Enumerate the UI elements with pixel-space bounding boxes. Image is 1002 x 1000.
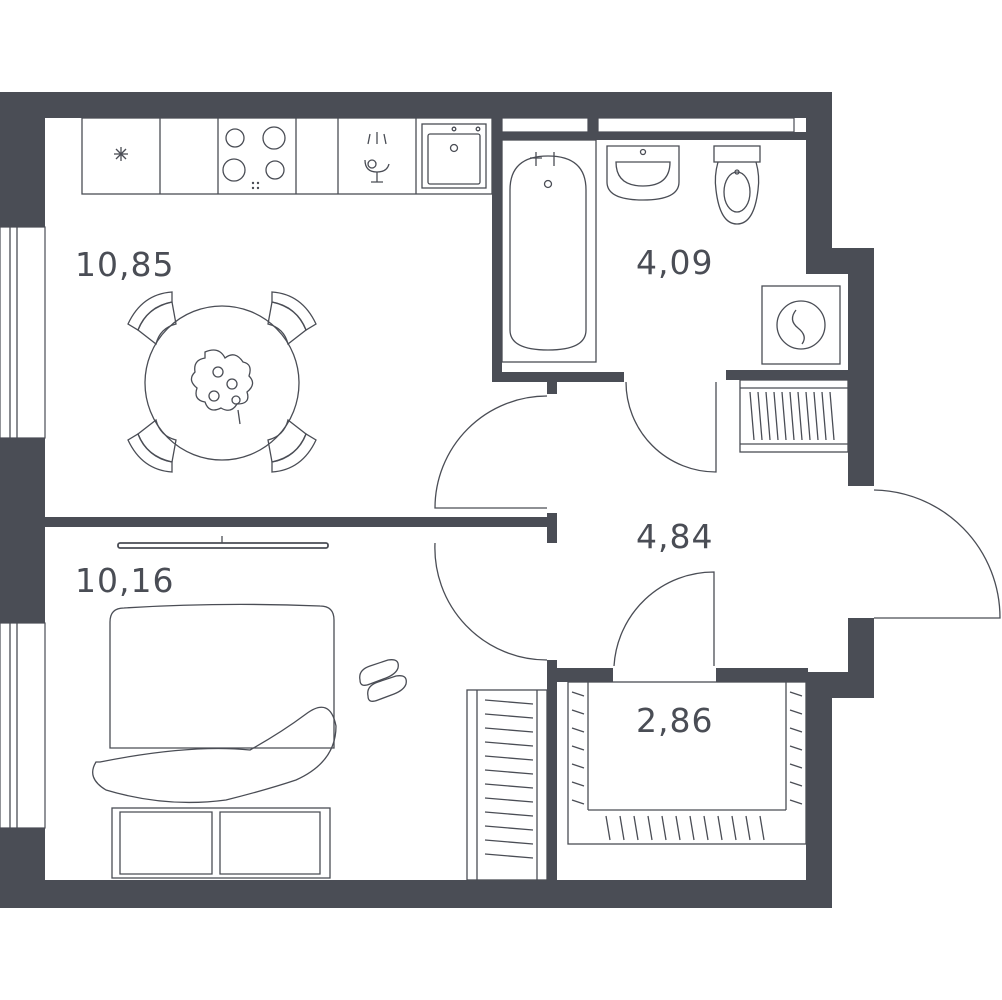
- partition-ward-left: [547, 660, 557, 880]
- chair-top-right: [267, 291, 317, 346]
- room-area-wardrobe: 2,86: [636, 701, 713, 740]
- partition-bath-bottom-right: [726, 370, 850, 380]
- wardrobe-shelving: [567, 681, 807, 845]
- partition-bath-inner: [588, 118, 598, 134]
- door-bathroom[interactable]: [625, 381, 717, 473]
- door-wardrobe[interactable]: [613, 571, 715, 667]
- wall-left-upper: [0, 92, 45, 227]
- doors[interactable]: [434, 381, 1001, 667]
- walls: [0, 92, 874, 908]
- partition-bath-top: [502, 132, 806, 140]
- stove-icon: [222, 126, 286, 190]
- partition-ward-top-left: [547, 668, 613, 682]
- window-kitchen: [0, 226, 46, 439]
- toilet: [713, 145, 761, 225]
- wall-left-mid: [0, 438, 45, 623]
- partition-bath-bottom: [492, 372, 624, 382]
- room-area-bathroom: 4,09: [636, 243, 713, 282]
- washbasin: [606, 145, 680, 201]
- partition-ward-top-right: [716, 668, 808, 682]
- storage-hallway: [739, 379, 849, 453]
- partition-bath-stub: [547, 380, 557, 394]
- tv: [117, 536, 329, 549]
- wall-right-lower: [806, 672, 832, 908]
- bed: [92, 603, 337, 879]
- window-bath-top: [501, 117, 589, 133]
- window-bedroom: [0, 622, 46, 829]
- fridge-snowflake-icon: [114, 147, 128, 161]
- partition-door-stub: [547, 513, 557, 543]
- door-entrance[interactable]: [873, 489, 1001, 619]
- flower-vase-icon: [190, 349, 254, 425]
- wall-bottom: [0, 880, 832, 908]
- dining-table: [127, 291, 317, 473]
- wall-right-mid: [848, 248, 874, 486]
- window-bath-top2: [597, 117, 795, 133]
- sink-icon: [421, 123, 487, 189]
- partition-kitchen-bedroom: [45, 517, 547, 527]
- dishwasher-icon: [364, 132, 390, 183]
- slippers: [359, 659, 407, 702]
- washing-machine: [761, 285, 841, 365]
- storage-bedroom: [466, 689, 548, 881]
- windows: [0, 117, 795, 829]
- chair-bottom-right: [267, 418, 317, 473]
- wall-top: [0, 92, 832, 118]
- wall-right-upper: [806, 92, 832, 250]
- kitchen-counter: [81, 117, 493, 195]
- room-area-kitchen: 10,85: [75, 245, 174, 284]
- bathtub: [501, 139, 597, 363]
- room-area-bedroom: 10,16: [75, 561, 174, 600]
- chair-top-left: [127, 291, 177, 346]
- chair-bottom-left: [127, 418, 177, 473]
- room-area-hallway: 4,84: [636, 517, 713, 556]
- door-kitchen[interactable]: [434, 395, 548, 509]
- partition-bath-left: [492, 118, 502, 380]
- door-bedroom[interactable]: [434, 542, 548, 661]
